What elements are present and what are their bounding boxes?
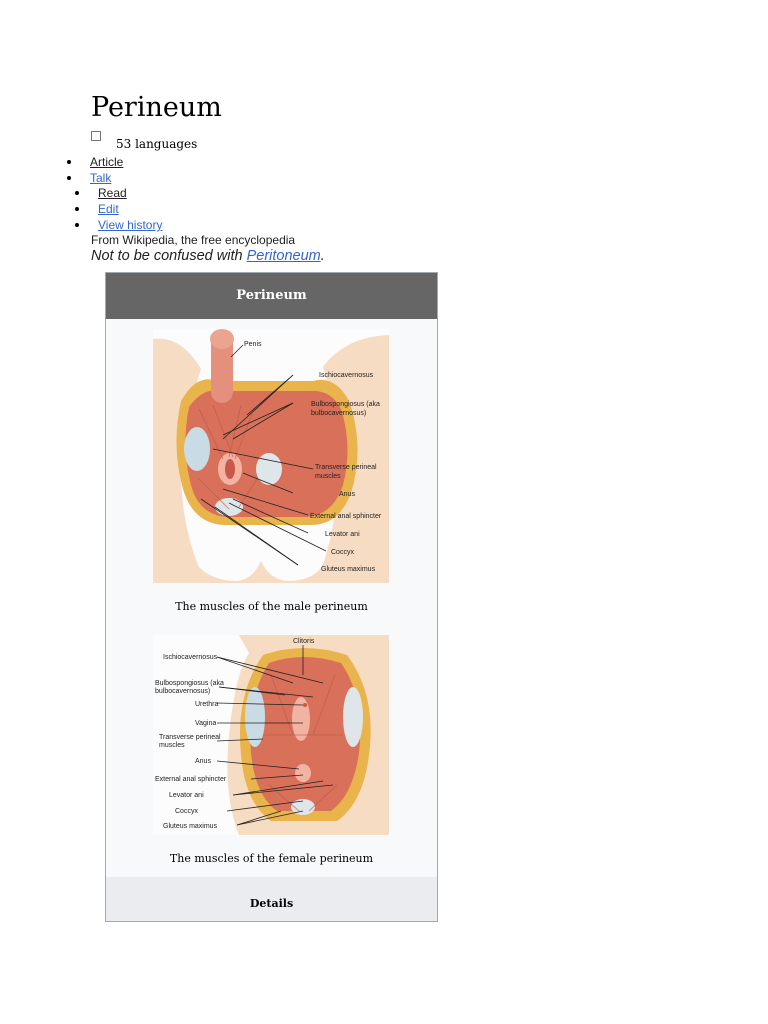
label-bulbospongiosus: Bulbospongiosus (aka (311, 401, 380, 408)
label-anus: Anus (339, 491, 355, 498)
bullet-icon (67, 160, 71, 164)
label-levator-ani-f: Levator ani (169, 792, 204, 799)
page-title: Perineum (91, 92, 222, 123)
label-gluteus-maximus: Gluteus maximus (321, 566, 376, 573)
bullet-icon (75, 191, 79, 195)
label-vagina: Vagina (195, 720, 216, 727)
infobox: Perineum (105, 272, 438, 922)
bullet-icon (67, 176, 71, 180)
label-clitoris: Clitoris (293, 638, 315, 645)
action-read-link[interactable]: Read (98, 186, 127, 200)
label-transverse-muscles-f: muscles (159, 742, 185, 749)
label-levator-ani: Levator ani (325, 531, 360, 538)
action-edit-link[interactable]: Edit (98, 202, 119, 216)
language-toggle-checkbox[interactable] (91, 131, 101, 141)
male-perineum-image[interactable]: Penis Ischiocavernosus Bulbospongiosus (… (153, 329, 389, 583)
label-transverse-perineal-f: Transverse perineal (159, 734, 221, 741)
infobox-details-header: Details (106, 877, 437, 921)
label-external-anal-sphincter: External anal sphincter (310, 513, 382, 520)
label-coccyx-f: Coccyx (175, 808, 198, 815)
male-figure-caption: The muscles of the male perineum (175, 600, 368, 613)
bullet-icon (75, 223, 79, 227)
action-view-history-link[interactable]: View history (98, 218, 163, 232)
tab-talk-link[interactable]: Talk (90, 171, 112, 185)
site-tagline: From Wikipedia, the free encyclopedia (91, 233, 296, 247)
hatnote-link-peritoneum[interactable]: Peritoneum (246, 248, 321, 264)
label-anus-f: Anus (195, 758, 211, 765)
hatnote-suffix: . (320, 248, 325, 264)
hatnote: Not to be confused with Peritoneum. (91, 247, 325, 265)
label-bulbocavernosus-f: bulbocavernosus) (155, 688, 210, 695)
label-coccyx: Coccyx (331, 549, 354, 556)
female-figure-caption: The muscles of the female perineum (169, 852, 374, 865)
hatnote-prefix: Not to be confused with (91, 248, 243, 264)
label-transverse-perineal: Transverse perineal (315, 464, 377, 471)
label-urethra: Urethra (195, 701, 218, 708)
label-bulbospongiosus-f: Bulbospongiosus (aka (155, 680, 224, 687)
label-gluteus-maximus-f: Gluteus maximus (163, 823, 218, 830)
label-ischiocavernosus: Ischiocavernosus (319, 372, 374, 379)
label-bulbocavernosus: bulbocavernosus) (311, 410, 366, 417)
language-count-label[interactable]: 53 languages (116, 137, 198, 151)
bullet-icon (75, 207, 79, 211)
infobox-title: Perineum (106, 273, 437, 319)
label-ischiocavernosus-f: Ischiocavernosus (163, 654, 218, 661)
female-perineum-image[interactable]: Clitoris Ischiocavernosus Bulbospongiosu… (153, 635, 389, 835)
label-transverse-muscles: muscles (315, 473, 341, 480)
tab-article-link[interactable]: Article (90, 155, 124, 169)
label-external-anal-sphincter-f: External anal sphincter (155, 776, 227, 783)
label-penis: Penis (244, 341, 262, 348)
